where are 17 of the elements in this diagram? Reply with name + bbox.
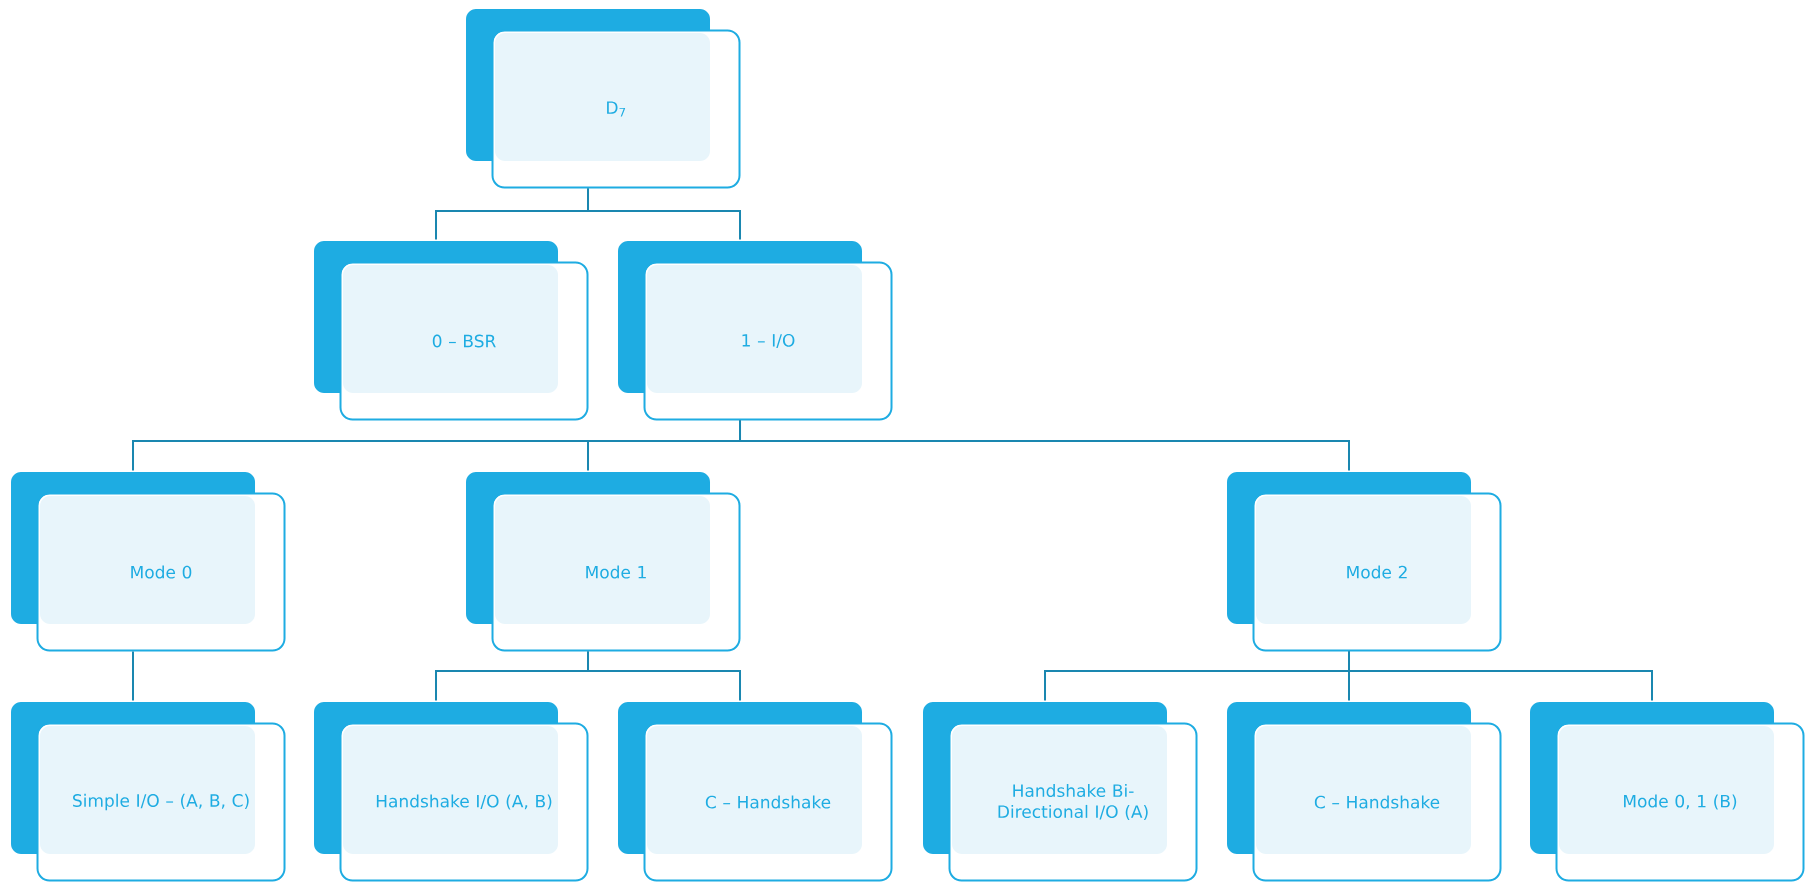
node-box: Handshake I/O (A, B) (314, 702, 589, 882)
node-box: Handshake Bi-Directional I/O (A) (923, 702, 1198, 882)
connector-line (1348, 650, 1653, 702)
node-box: D$_{7}$ (466, 9, 741, 189)
node-box: Mode 2 (1227, 472, 1502, 652)
node-box: Mode 0 (11, 472, 286, 652)
node-box: 0 – BSR (314, 241, 589, 421)
node-box: C – Handshake (1227, 702, 1502, 882)
connector-line (132, 650, 134, 702)
node-box: Simple I/O – (A, B, C) (11, 702, 286, 882)
connector-line (587, 650, 741, 702)
connector-line (587, 187, 741, 241)
node-box: Mode 0, 1 (B) (1530, 702, 1805, 882)
node-box: C – Handshake (618, 702, 893, 882)
connector-line (739, 419, 1350, 472)
node-box: Mode 1 (466, 472, 741, 652)
node-box: 1 – I/O (618, 241, 893, 421)
